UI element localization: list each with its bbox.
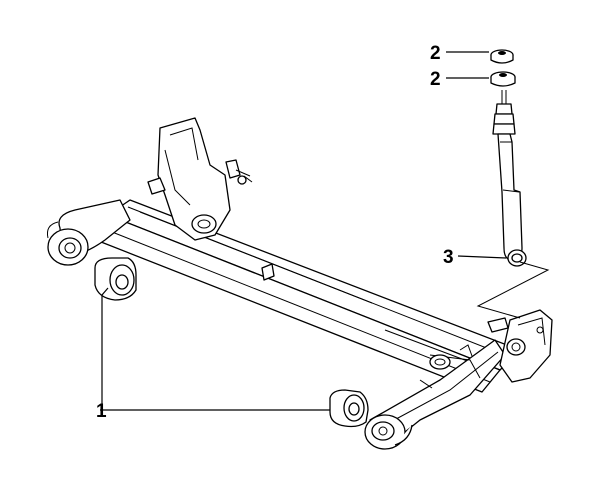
shock-cushion-lower [490,71,516,87]
left-upper-bracket [147,117,253,241]
left-trailing-arm [47,199,131,266]
right-upper-bracket [419,309,553,389]
right-trailing-arm [364,339,506,450]
callout-shock-cushion-lower: 2 [430,69,441,90]
mounting-guide-line [476,261,550,319]
bushing-left [94,257,137,301]
leader-line-shock-absorber [457,255,507,259]
axle-beam [95,199,521,393]
callout-bushing: 1 [96,401,107,422]
center-mount-tab [261,263,275,281]
callout-shock-absorber: 3 [443,247,454,268]
bushing-right [329,389,369,428]
leader-line-bushing [100,287,330,411]
callout-shock-cushion-upper: 2 [430,43,441,64]
shock-absorber [490,49,527,267]
shock-cushion-upper [490,49,514,64]
